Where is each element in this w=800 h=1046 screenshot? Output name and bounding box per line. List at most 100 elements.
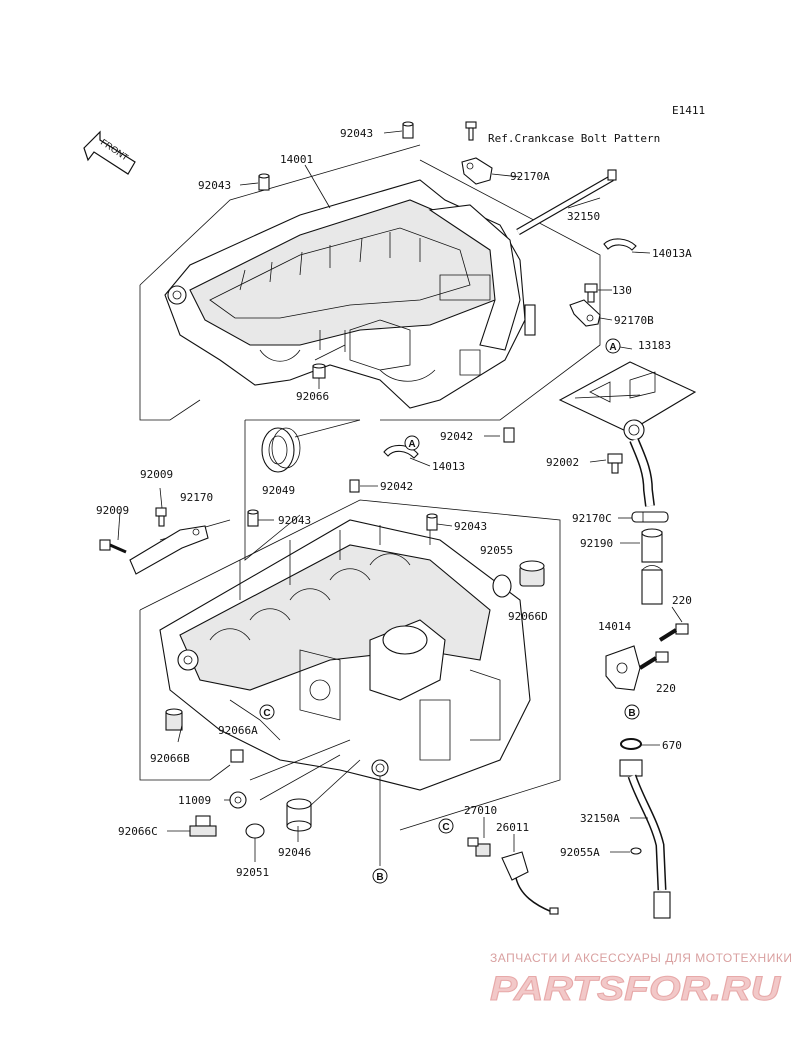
dowel-92043-d-icon [426,513,438,531]
callout-14014: 14014 [598,620,631,633]
bolt-92002-icon [607,453,623,474]
gasket-11009-icon [229,791,247,809]
bolt-92009-a-icon [155,507,167,527]
callout-92051: 92051 [236,866,269,879]
marker-a-right-icon: A [605,338,621,354]
callout-labels: 92043 14001 92043 92170A 32150 14013A 13… [96,127,692,879]
ring-92055A-icon [630,847,642,855]
svg-text:B: B [376,872,383,883]
upper-crankcase-outline [139,144,601,561]
callout-92043-c: 92043 [278,514,311,527]
callout-92009-a: 92009 [140,468,173,481]
svg-text:C: C [263,708,270,719]
callout-670: 670 [662,739,682,752]
clamp-92170B-icon [569,299,601,327]
upper-crankcase [164,179,536,409]
callout-92055: 92055 [480,544,513,557]
marker-a-upper-icon: A [404,435,420,451]
callout-13183: 13183 [638,339,671,352]
svg-text:B: B [628,708,635,719]
diagram-code: E1411 [672,104,705,117]
bolt-220-a-icon [658,623,689,642]
callout-220-b: 220 [656,682,676,695]
svg-text:A: A [408,439,415,450]
callout-32150A: 32150A [580,812,620,825]
dowel-92043-left-icon [258,173,270,191]
callout-92055A: 92055A [560,846,600,859]
svg-text:A: A [609,342,616,353]
lower-crankcase-outline [139,499,561,831]
dowel-92042-b-icon [349,479,360,493]
callout-92049: 92049 [262,484,295,497]
callout-11009: 11009 [178,794,211,807]
callout-130: 130 [612,284,632,297]
ring-92055-icon [492,574,512,598]
watermark-brand: PARTSFOR.RU [490,970,782,1008]
dowel-92043-top-icon [402,121,414,139]
marker-b-right-icon: B [624,704,640,720]
callout-14013A: 14013A [652,247,692,260]
callout-92170A: 92170A [510,170,550,183]
bolt-92009-b-icon [99,539,127,554]
callout-92042-b: 92042 [380,480,413,493]
watermark-tagline: ЗАПЧАСТИ И АКСЕССУАРЫ ДЛЯ МОТОТЕХНИКИ [490,951,792,965]
callout-92066B: 92066B [150,752,190,765]
plug-92066B-icon [165,708,183,731]
dowel-92066-icon [312,363,326,379]
callout-92170: 92170 [180,491,213,504]
cover-14014 [605,645,641,691]
callout-14001: 14001 [280,153,313,166]
leader-lines [117,130,683,866]
oil-pipe-32150 [516,169,617,236]
hose-92190 [641,528,663,605]
callout-26011: 26011 [496,821,529,834]
dowel-92042-a-icon [503,427,515,443]
callout-92170C: 92170C [572,512,612,525]
ref-note: Ref.Crankcase Bolt Pattern [488,132,660,145]
marker-c-lower-icon: C [259,704,275,720]
callout-92170B: 92170B [614,314,654,327]
svg-text:C: C [442,822,449,833]
lower-crankcase [159,519,531,791]
ref-bolt-icon [465,121,477,141]
plug-92066A-icon [230,749,244,763]
oil-pipe-13183 [629,438,655,507]
seal-92049-icon [261,427,301,473]
bolt-220-b-icon [638,651,669,670]
callout-220-a: 220 [672,594,692,607]
plug-92066D-icon [519,560,545,587]
oil-pipe-32150A [619,759,671,919]
callout-27010: 27010 [464,804,497,817]
clamp-92170A-icon [461,157,493,185]
callout-92066D: 92066D [508,610,548,623]
plate-13183 [558,361,697,441]
callout-92043-d: 92043 [454,520,487,533]
bearing-14013A-icon [603,238,637,251]
sensor-26011-icon [501,851,559,915]
dowel-92043-c-icon [247,509,259,527]
callout-32150: 32150 [567,210,600,223]
front-arrow-icon: FRONT [83,130,136,175]
callout-14013: 14013 [432,460,465,473]
callout-92046: 92046 [278,846,311,859]
callout-92043-left: 92043 [198,179,231,192]
callout-92066A: 92066A [218,724,258,737]
callout-92190: 92190 [580,537,613,550]
callout-92042-a: 92042 [440,430,473,443]
sleeve-92046-icon [286,798,312,832]
plug-92066C-icon [189,815,217,837]
washer-92051-icon [245,823,265,839]
callout-92009-b: 92009 [96,504,129,517]
bracket-92170-icon [129,525,209,575]
bolt-130-icon [584,283,598,303]
switch-27010-icon [467,837,491,857]
clamp-92170C-icon [631,511,669,523]
callout-92002: 92002 [546,456,579,469]
callout-92066: 92066 [296,390,329,403]
callout-92066C: 92066C [118,825,158,838]
callout-92043-top: 92043 [340,127,373,140]
oring-670-icon [620,738,642,750]
marker-c-switch-icon: C [438,818,454,834]
